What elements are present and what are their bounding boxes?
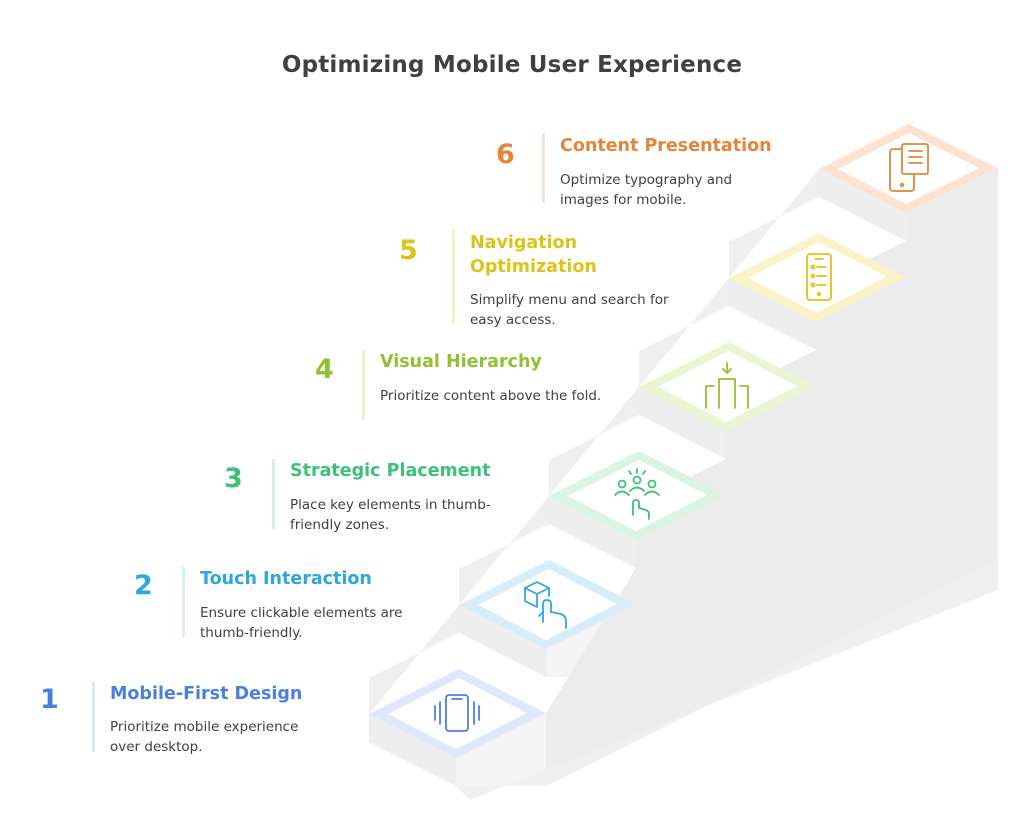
step-title: Touch Interaction — [200, 569, 372, 589]
group-touch-icon — [614, 468, 660, 520]
step-tread-4 — [639, 342, 816, 431]
step-tread-5 — [729, 233, 906, 322]
step-tread-3 — [549, 451, 726, 540]
diagram-title: Optimizing Mobile User Experience — [281, 52, 743, 78]
hierarchy-bars-icon — [705, 362, 749, 409]
step-number: 6 — [496, 139, 515, 170]
step-divider — [362, 350, 365, 420]
step-description: Prioritize mobile experience over deskto… — [110, 719, 299, 755]
step-tread-2 — [459, 560, 636, 649]
step-description: Place key elements in thumb-friendly zon… — [290, 497, 491, 533]
step-number: 5 — [399, 235, 418, 266]
step-number: 4 — [315, 354, 334, 385]
step-tread-1 — [369, 669, 546, 758]
mobile-vibrate-icon — [434, 694, 480, 732]
step-number: 3 — [224, 463, 243, 494]
step-divider — [182, 567, 185, 637]
mobile-menu-icon — [806, 253, 832, 301]
step-description: Ensure clickable elements are thumb-frie… — [200, 605, 403, 641]
step-divider — [272, 459, 275, 529]
touch-box-icon — [524, 581, 567, 629]
staircase-walls — [369, 168, 998, 800]
step-divider — [92, 682, 95, 752]
step-title: Navigation Optimization — [470, 233, 597, 277]
step-title: Visual Hierarchy — [380, 352, 542, 372]
step-number: 1 — [40, 684, 59, 715]
step-divider — [542, 133, 545, 203]
step-description: Simplify menu and search for easy access… — [470, 292, 669, 328]
step-title: Content Presentation — [560, 136, 772, 156]
step-description: Optimize typography and images for mobil… — [560, 172, 733, 208]
step-title: Strategic Placement — [290, 461, 491, 481]
mobile-document-icon — [889, 143, 929, 192]
step-divider — [452, 230, 455, 324]
step-title: Mobile-First Design — [110, 684, 303, 704]
step-number: 2 — [134, 570, 153, 601]
step-description: Prioritize content above the fold. — [380, 388, 602, 404]
